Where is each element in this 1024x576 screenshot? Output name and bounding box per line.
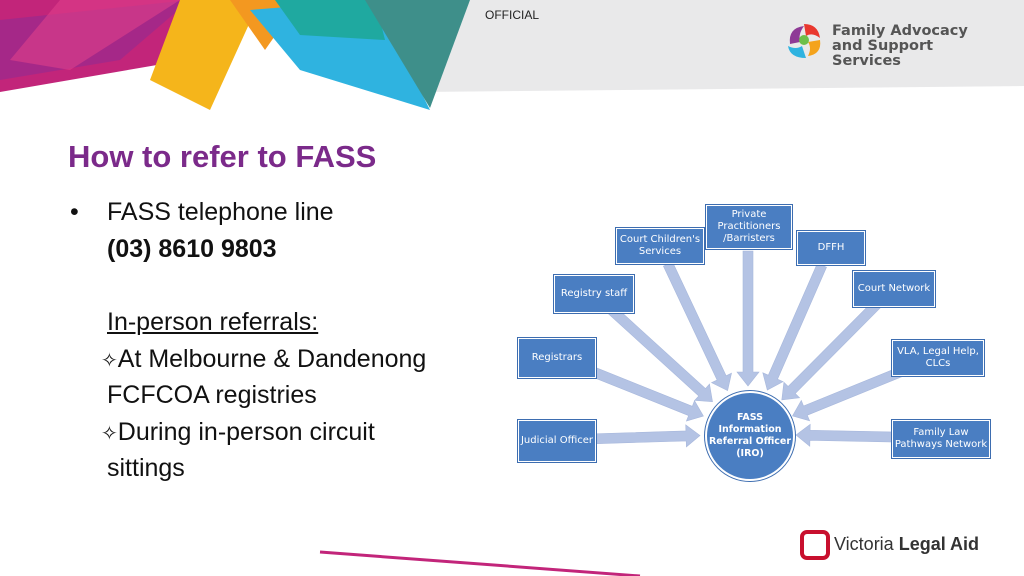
fass-logo: Family Advocacy and Support Services (782, 18, 997, 69)
referral-item-2: ✧During in-person circuit (101, 414, 375, 453)
vla-logo-icon (800, 530, 830, 560)
inperson-heading: In-person referrals: (107, 308, 319, 336)
vla-logo-text: Victoria Legal Aid (834, 534, 979, 555)
referral-diagram: FASS Information Referral Officer (IRO) … (510, 195, 1010, 495)
diagram-arrow (762, 262, 827, 391)
vla-word-2: Legal Aid (898, 534, 980, 554)
classification-label: OFFICIAL (484, 8, 539, 22)
vla-word-1: Victoria (834, 534, 899, 554)
sparkle-icon: ✧ (101, 350, 118, 372)
diagram-arrow (792, 359, 920, 422)
diagram-source-node: Judicial Officer (518, 420, 596, 462)
logo-line-2: and Support Services (832, 38, 934, 69)
referral-item-1: ✧At Melbourne & Dandenong (101, 341, 426, 380)
diagram-source-node: Registrars (518, 338, 596, 378)
referral-item-1-text: At Melbourne & Dandenong (117, 345, 427, 373)
referral-item-2-text: During in-person circuit (117, 418, 375, 446)
diagram-source-node: Court Children's Services (616, 228, 704, 264)
diagram-arrow (662, 261, 732, 392)
diagram-arrow (736, 250, 760, 387)
fass-logo-text: Family Advocacy and Support Services (832, 24, 997, 69)
diagram-arrow (579, 424, 701, 448)
phone-label: FASS telephone line (107, 198, 334, 226)
diagram-arrows (575, 250, 920, 448)
slide-title: How to refer to FASS (68, 139, 377, 174)
bullet-marker: • (70, 198, 79, 226)
diagram-source-node: DFFH (797, 231, 865, 265)
diagram-arrow (605, 303, 713, 403)
victoria-legal-aid-logo: Victoria Legal Aid (800, 530, 980, 562)
referral-item-1-cont: FCFCOA registries (107, 381, 317, 409)
diagram-arrow (781, 298, 883, 401)
diagram-source-node: Family Law Pathways Network (892, 420, 990, 458)
sparkle-icon: ✧ (101, 423, 118, 445)
phone-number: (03) 8610 9803 (107, 235, 277, 263)
logo-line-1: Family Advocacy (832, 23, 968, 39)
diagram-center-node: FASS Information Referral Officer (IRO) (705, 391, 795, 481)
diagram-source-node: Registry staff (554, 275, 634, 313)
diagram-source-node: Private Practitioners /Barristers (706, 205, 792, 249)
diagram-arrow (575, 360, 704, 422)
diagram-source-node: VLA, Legal Help, CLCs (892, 340, 984, 376)
referral-item-2-cont: sittings (107, 454, 185, 482)
fass-logo-icon (788, 24, 821, 58)
diagram-source-node: Court Network (853, 271, 935, 307)
